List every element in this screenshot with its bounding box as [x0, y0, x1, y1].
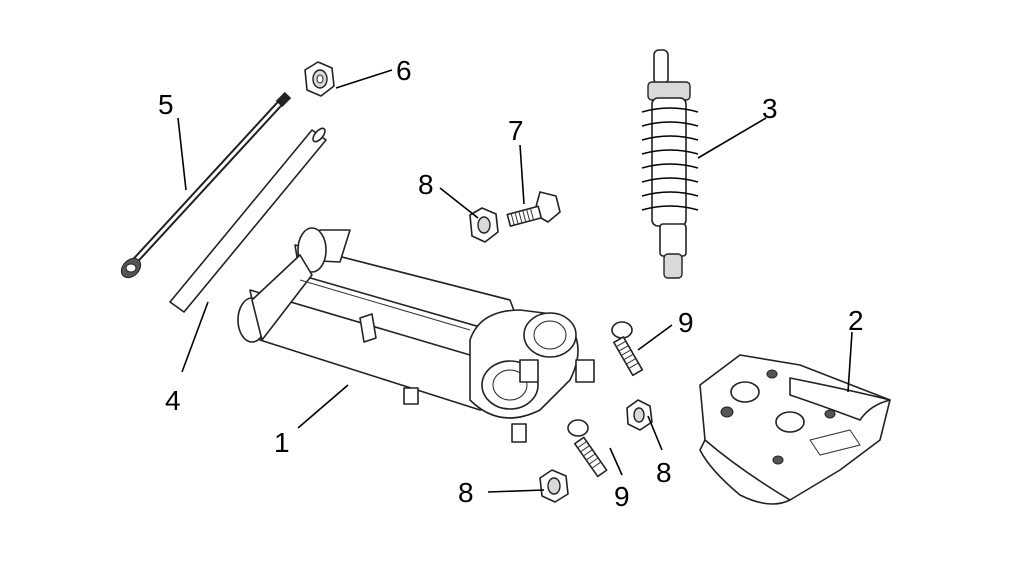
nut-icon: [539, 469, 569, 503]
leader-lines: [177, 69, 853, 493]
callout-8: 8: [418, 169, 434, 200]
shock-absorber-icon: [641, 49, 699, 279]
swing-arm-icon: [237, 227, 595, 443]
nut-icon: [304, 61, 335, 97]
pivot-sleeve-icon: [169, 127, 327, 313]
callout-1: 1: [274, 427, 290, 458]
nut-icon: [469, 207, 499, 243]
nut-icon: [626, 399, 653, 431]
callout-9: 9: [678, 307, 694, 338]
callout-9: 9: [614, 481, 630, 512]
callout-8: 8: [458, 477, 474, 508]
callout-2: 2: [848, 305, 864, 336]
callout-4: 4: [165, 385, 181, 416]
bolt-icon: [567, 419, 608, 478]
callout-6: 6: [396, 55, 412, 86]
callout-7: 7: [508, 115, 524, 146]
bolt-icon: [611, 321, 644, 377]
pivot-bolt-icon: [120, 91, 292, 279]
skid-plate-icon: [699, 354, 891, 505]
bolt-icon: [506, 191, 561, 227]
callout-8: 8: [656, 457, 672, 488]
callout-5: 5: [158, 89, 174, 120]
callout-3: 3: [762, 93, 778, 124]
